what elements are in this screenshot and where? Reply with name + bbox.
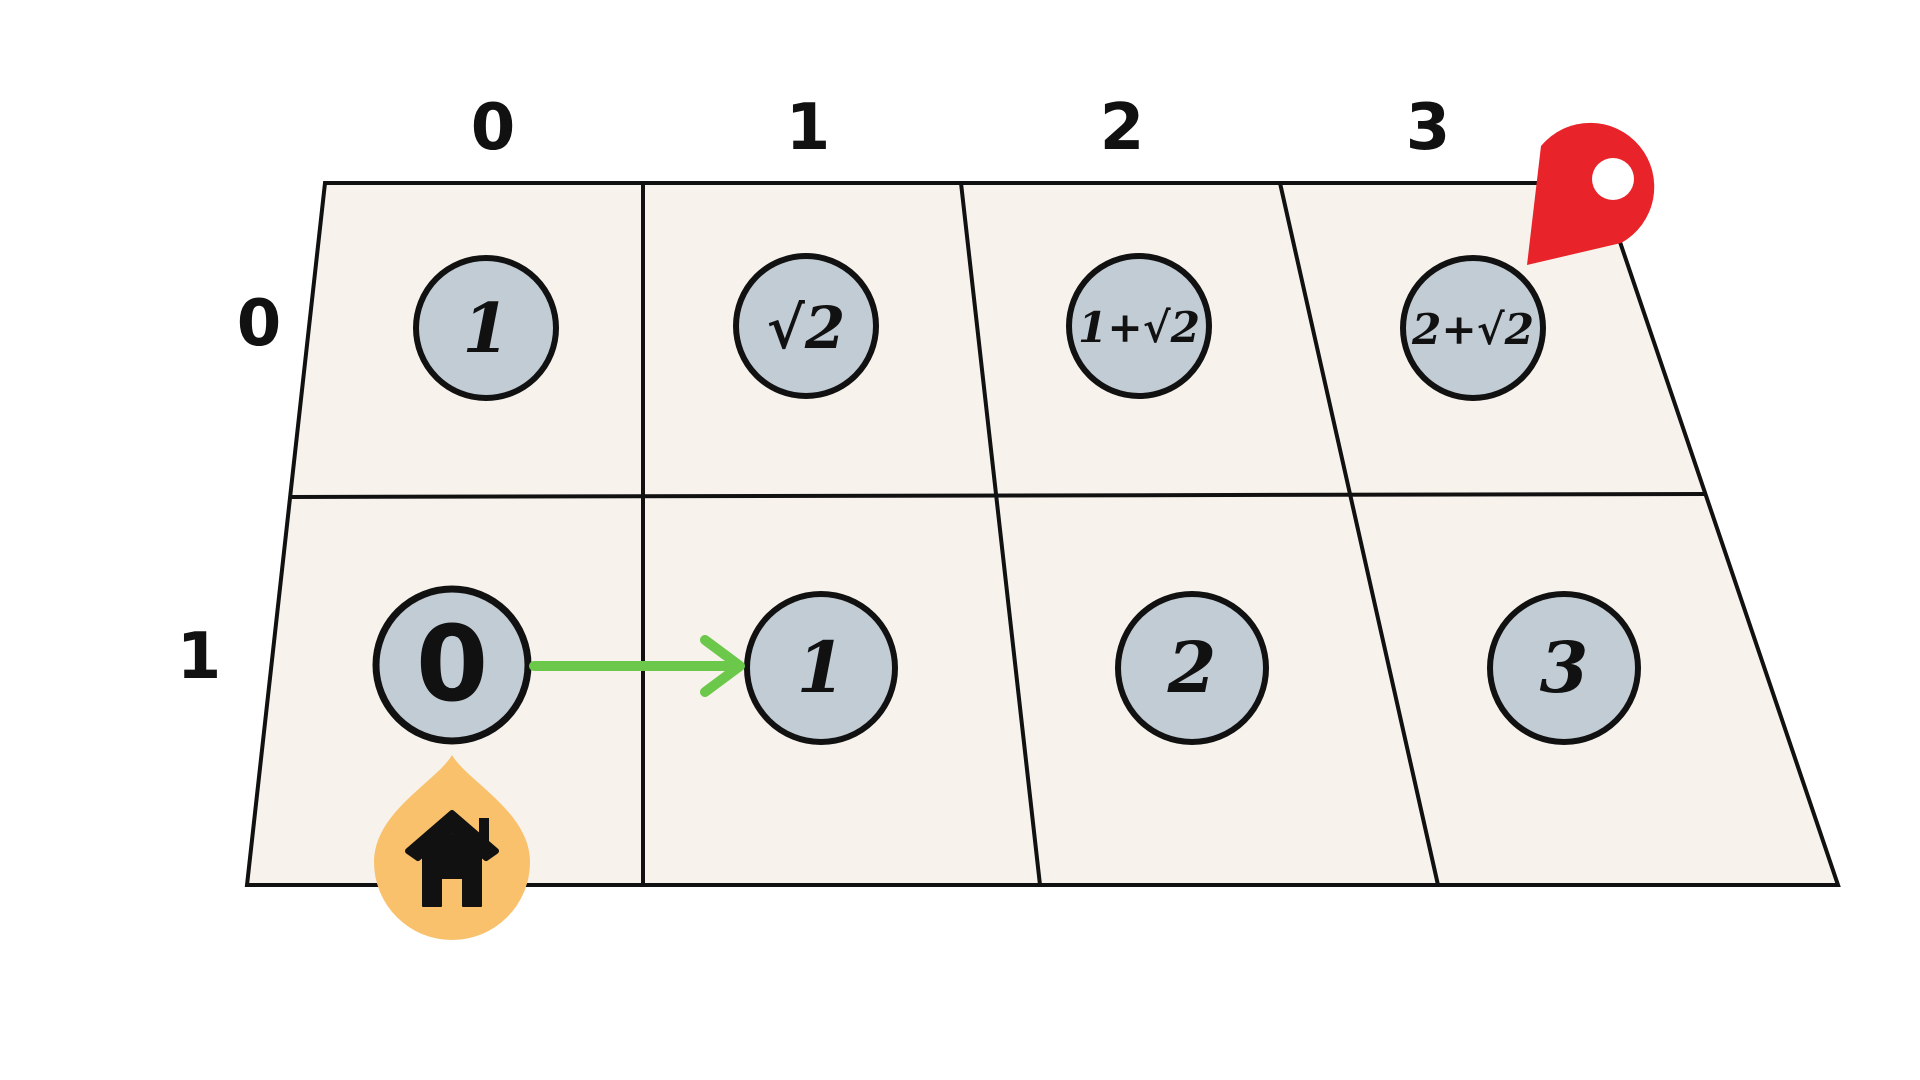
node-r0c2: 1+√2 [1066, 253, 1212, 399]
node-circle [372, 585, 532, 745]
column-label-3: 3 [1406, 91, 1451, 165]
column-label-1: 1 [786, 91, 831, 165]
grid-col-divider-3 [1278, 181, 1440, 887]
node-r1c1: 1 [744, 591, 898, 745]
node-r0c3: 2+√2 [1400, 255, 1546, 401]
home-icon [405, 810, 499, 907]
arrow-head [700, 635, 745, 697]
node-r1c2: 2 [1115, 591, 1269, 745]
grid-outline [244, 181, 1841, 887]
grid-lines [244, 181, 1841, 887]
node-r1c3: 3 [1487, 591, 1641, 745]
column-label-2: 2 [1100, 91, 1145, 165]
row-label-0: 0 [237, 287, 282, 361]
node-value: 1 [462, 289, 509, 369]
node-r1c0-start: 0 [372, 585, 532, 745]
node-circle [1487, 591, 1641, 745]
node-value: 0 [416, 603, 488, 725]
column-label-0: 0 [471, 91, 516, 165]
node-value: 3 [1540, 626, 1589, 709]
node-circle [733, 253, 879, 399]
home-marker [374, 755, 530, 940]
node-value: 1+√2 [1078, 303, 1200, 352]
node-circle [413, 255, 559, 401]
node-r0c1: √2 [733, 253, 879, 399]
row-label-1: 1 [177, 620, 222, 694]
map-pin-icon [1527, 122, 1655, 265]
node-value: 2 [1167, 626, 1217, 709]
node-circle [1400, 255, 1546, 401]
node-circle [744, 591, 898, 745]
move-arrow [529, 635, 745, 697]
node-value: 2+√2 [1411, 305, 1534, 354]
node-circle [1115, 591, 1269, 745]
node-r0c0: 1 [413, 255, 559, 401]
node-value: 1 [797, 626, 846, 709]
grid-col-divider-2 [959, 181, 1042, 887]
map-pin-body [1527, 122, 1655, 265]
node-circle [1066, 253, 1212, 399]
node-value: √2 [767, 294, 845, 362]
map-pin-hole [1592, 158, 1634, 200]
